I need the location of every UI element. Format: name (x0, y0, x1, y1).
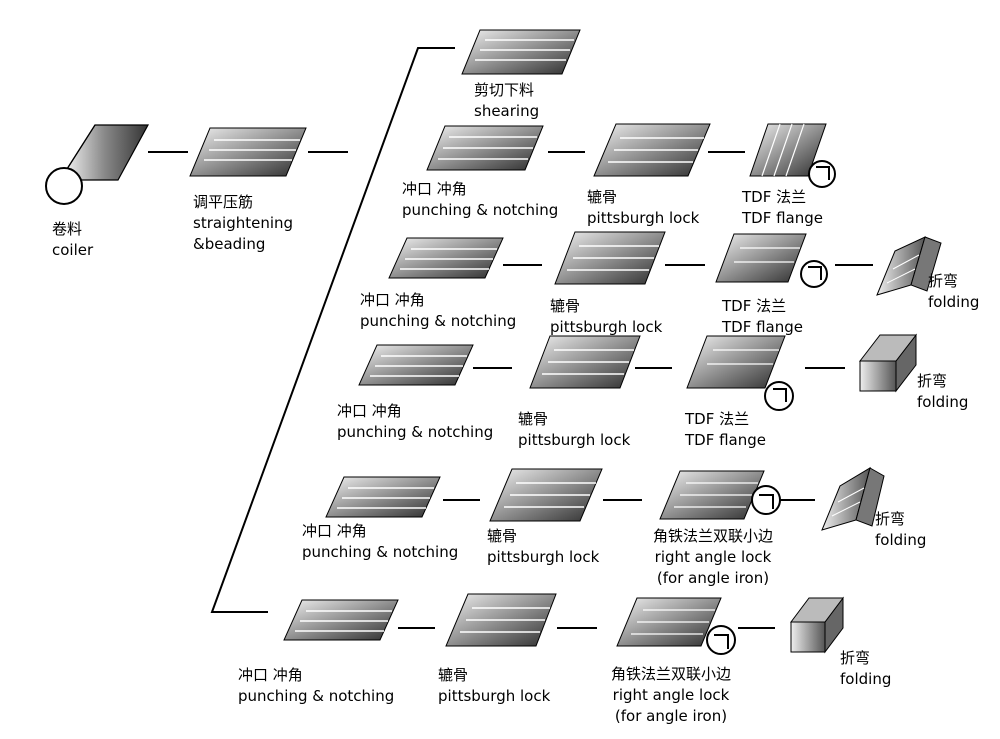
connectors (148, 47, 873, 629)
sheet-row2-lock (554, 231, 666, 285)
row3-folding-label: 折弯 folding (917, 372, 969, 411)
row2-punch-label: 冲口 冲角 punching & notching (360, 291, 517, 330)
sheet-row3-punch (358, 344, 474, 386)
folding-row2 (876, 236, 942, 296)
sheet-row3-lock (529, 335, 641, 389)
sheet-row2-tdf (715, 233, 828, 288)
row3-tdf-label: TDF 法兰 TDF flange (685, 410, 767, 449)
row3-punch-label: 冲口 冲角 punching & notching (337, 402, 494, 441)
sheet-shearing (461, 29, 581, 75)
row4-angle-label: 角铁法兰双联小边 right angle lock (for angle iro… (652, 527, 773, 587)
sheet-row1-tdf (749, 123, 836, 188)
sheet-row1-lock (593, 123, 711, 177)
sheet-row3-tdf (686, 335, 794, 411)
row4-folding-label: 折弯 folding (875, 510, 927, 549)
shearing-label: 剪切下料 shearing (474, 81, 540, 120)
row5-angle-label: 角铁法兰双联小边 right angle lock (for angle iro… (610, 665, 731, 725)
sheet-straightening (189, 127, 307, 177)
row2-folding-label: 折弯 folding (928, 272, 980, 311)
row4-lock-label: 辘骨 pittsburgh lock (487, 527, 600, 566)
row3-lock-label: 辘骨 pittsburgh lock (518, 410, 631, 449)
row1-lock-label: 辘骨 pittsburgh lock (587, 188, 700, 227)
row5-folding-label: 折弯 folding (840, 649, 892, 688)
coiler-label: 卷料 coiler (52, 220, 94, 259)
sheet-row5-punch (283, 599, 399, 641)
folding-row3 (858, 333, 918, 393)
sheet-row5-lock (445, 593, 557, 647)
row5-lock-label: 辘骨 pittsburgh lock (438, 666, 551, 705)
sheet-row1-punch (426, 125, 544, 171)
row5-punch-label: 冲口 冲角 punching & notching (238, 666, 395, 705)
row1-punch-label: 冲口 冲角 punching & notching (402, 180, 559, 219)
sheet-row2-punch (388, 237, 504, 279)
sheet-row4-lock (489, 468, 603, 522)
straightening-label: 调平压筋 straightening &beading (193, 193, 294, 253)
folding-row4 (821, 466, 885, 531)
folding-row5 (790, 596, 844, 654)
row2-lock-label: 辘骨 pittsburgh lock (550, 297, 663, 336)
row2-tdf-label: TDF 法兰 TDF flange (722, 297, 804, 336)
sheet-row5-angle (616, 597, 736, 655)
row4-punch-label: 冲口 冲角 punching & notching (302, 522, 459, 561)
coiler-illustration (45, 124, 150, 205)
row1-tdf-label: TDF 法兰 TDF flange (742, 188, 824, 227)
sheet-row4-angle (659, 470, 781, 520)
sheet-row4-punch (325, 476, 441, 518)
